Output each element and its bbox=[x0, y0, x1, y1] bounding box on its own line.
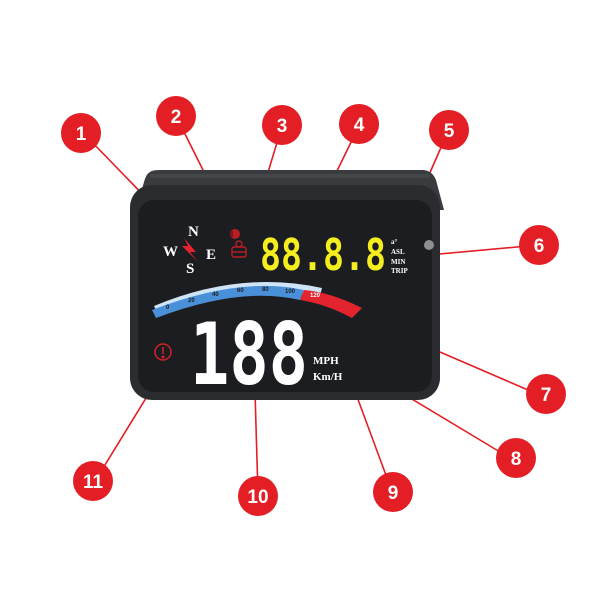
callout-10-number: 10 bbox=[247, 487, 268, 508]
callout-11: 11 bbox=[73, 461, 113, 501]
gauge-tick-0: 0 bbox=[166, 305, 170, 311]
callout-7-number: 7 bbox=[541, 385, 552, 406]
callout-2: 2 bbox=[156, 96, 196, 136]
callout-11-number: 11 bbox=[83, 472, 104, 493]
gauge-tick-60: 60 bbox=[237, 288, 244, 294]
compass-s: S bbox=[186, 261, 194, 277]
multi-display: 88.8.8 bbox=[260, 230, 386, 281]
device-top-highlight bbox=[150, 174, 430, 178]
leader-line-6 bbox=[427, 245, 529, 256]
unit-trip: TRIP bbox=[391, 267, 408, 275]
fatigue-icon bbox=[231, 240, 247, 258]
gauge-tick-120: 120 bbox=[310, 293, 321, 299]
callouts: 1 2 3 4 5 6 7 8 bbox=[61, 96, 566, 516]
gauge-blue-band bbox=[152, 285, 304, 318]
callout-10: 10 bbox=[238, 476, 278, 516]
speed-gauge-red bbox=[300, 290, 362, 318]
callout-3: 3 bbox=[262, 105, 302, 145]
unit-labels: a° ASL MIN TRIP bbox=[391, 238, 408, 275]
satellite-icon bbox=[230, 229, 240, 239]
callout-6-number: 6 bbox=[534, 236, 545, 257]
compass-e: E bbox=[206, 247, 216, 263]
compass-n: N bbox=[188, 224, 199, 240]
speed-gauge: 0 20 40 60 80 100 120 bbox=[152, 282, 362, 318]
compass: N W E S bbox=[163, 224, 216, 277]
warning-icon bbox=[154, 343, 172, 361]
callout-4: 4 bbox=[339, 104, 379, 144]
callout-6: 6 bbox=[519, 225, 559, 265]
gauge-tick-20: 20 bbox=[188, 298, 195, 304]
callout-1-number: 1 bbox=[76, 124, 87, 145]
unit-min: MIN bbox=[391, 258, 405, 266]
callout-8: 8 bbox=[496, 438, 536, 478]
speed-digits: 188 bbox=[190, 305, 308, 405]
light-sensor-icon bbox=[424, 240, 434, 250]
gauge-tick-40: 40 bbox=[212, 292, 219, 298]
gauge-ticks: 0 20 40 60 80 100 120 bbox=[166, 287, 321, 311]
callout-3-number: 3 bbox=[277, 116, 288, 137]
callout-5-number: 5 bbox=[444, 121, 455, 142]
gauge-tick-80: 80 bbox=[262, 287, 269, 293]
callout-5: 5 bbox=[429, 110, 469, 150]
callout-7: 7 bbox=[526, 374, 566, 414]
unit-asl: ASL bbox=[391, 248, 405, 256]
kmh-label: Km/H bbox=[313, 371, 343, 383]
callout-9: 9 bbox=[373, 472, 413, 512]
speed-units: MPH bbox=[313, 355, 339, 367]
callout-1: 1 bbox=[61, 113, 101, 153]
compass-w: W bbox=[163, 244, 178, 260]
callout-9-number: 9 bbox=[388, 483, 399, 504]
unit-degree: a° bbox=[391, 238, 398, 246]
callout-8-number: 8 bbox=[511, 449, 522, 470]
compass-icon bbox=[182, 238, 198, 262]
gauge-tick-100: 100 bbox=[285, 289, 296, 295]
leader-line-9 bbox=[352, 385, 391, 487]
callout-2-number: 2 bbox=[171, 107, 182, 128]
callout-4-number: 4 bbox=[354, 115, 365, 136]
